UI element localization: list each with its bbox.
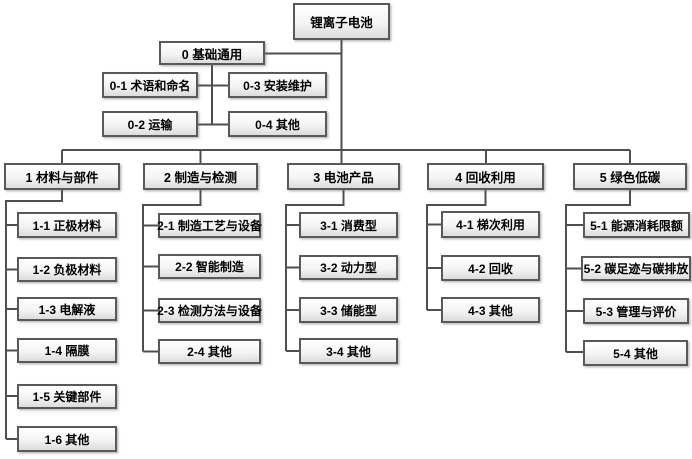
node-0: 0 基础通用	[159, 41, 265, 65]
node-branch-1: 1 材料与部件	[4, 163, 120, 190]
node-0-1: 0-1 术语和命名	[102, 72, 198, 98]
node-1-1: 1-1 正极材料	[17, 212, 117, 238]
node-0-2: 0-2 运输	[102, 111, 198, 137]
node-0-3: 0-3 安装维护	[228, 72, 327, 98]
node-root: 锂离子电池	[293, 3, 390, 40]
node-1-2: 1-2 负极材料	[17, 257, 117, 282]
node-2-3: 2-3 检测方法与设备	[157, 298, 262, 323]
node-3-2: 3-2 动力型	[299, 255, 398, 280]
node-4-1: 4-1 梯次利用	[441, 211, 540, 238]
node-1-3: 1-3 电解液	[17, 297, 117, 321]
node-1-4: 1-4 隔膜	[17, 338, 117, 363]
node-3-1: 3-1 消费型	[299, 212, 398, 238]
node-2-4: 2-4 其他	[158, 339, 261, 364]
node-1-5: 1-5 关键部件	[17, 384, 117, 409]
node-0-4: 0-4 其他	[228, 111, 327, 137]
node-5-1: 5-1 能源消耗限额	[583, 212, 690, 238]
node-branch-4: 4 回收利用	[427, 163, 544, 190]
node-4-3: 4-3 其他	[441, 297, 540, 323]
node-3-4: 3-4 其他	[299, 338, 398, 364]
node-2-2: 2-2 智能制造	[158, 254, 261, 279]
node-1-6: 1-6 其他	[17, 426, 117, 452]
node-5-2: 5-2 碳足迹与碳排放	[581, 256, 691, 281]
node-2-1: 2-1 制造工艺与设备	[157, 213, 262, 238]
node-3-3: 3-3 储能型	[299, 297, 398, 323]
node-5-3: 5-3 管理与评价	[583, 298, 689, 324]
node-5-4: 5-4 其他	[583, 340, 688, 366]
node-branch-5: 5 绿色低碳	[573, 163, 687, 190]
node-branch-3: 3 电池产品	[287, 163, 400, 190]
node-4-2: 4-2 回收	[441, 255, 540, 281]
node-branch-2: 2 制造与检测	[143, 163, 258, 190]
